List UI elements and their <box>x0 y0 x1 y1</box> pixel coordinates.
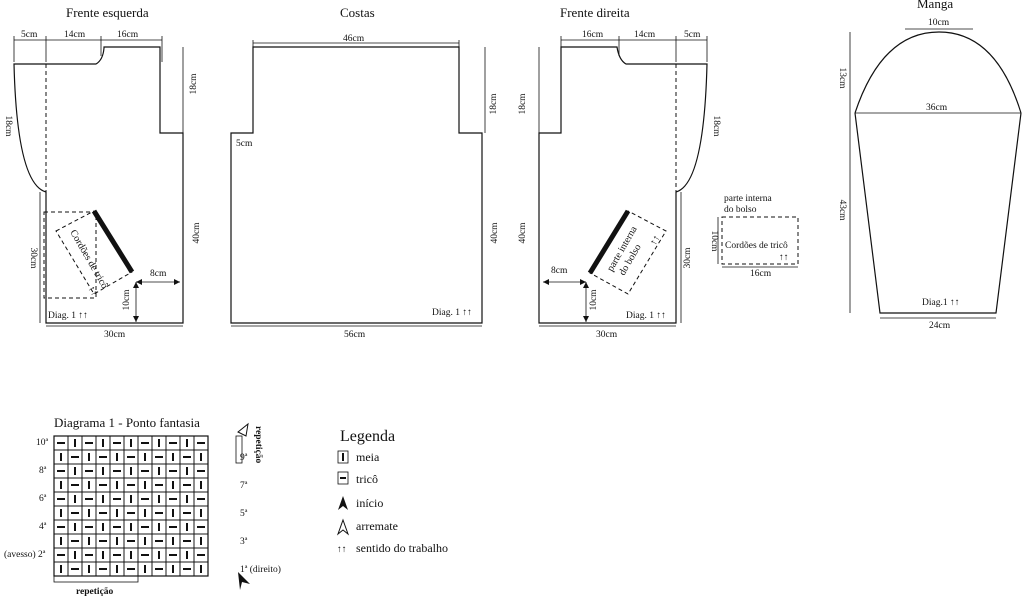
fe-top-16: 16cm <box>117 30 139 40</box>
fd-dim-8: 8cm <box>551 266 568 276</box>
fe-dim-10: 10cm <box>122 289 132 311</box>
fe-dim-8: 8cm <box>150 269 167 279</box>
trico-stitch-icon <box>337 471 349 485</box>
manga-top-10: 10cm <box>928 18 950 28</box>
manga-cap <box>854 31 1022 114</box>
fd-dim-10: 10cm <box>589 289 599 311</box>
manga-length-43: 43cm <box>837 199 847 221</box>
costas-top-46: 46cm <box>343 34 365 44</box>
bolso-bottom-16: 16cm <box>750 269 772 279</box>
row-label-7: 7ª <box>240 481 248 491</box>
row-label-6: 6ª <box>39 494 47 504</box>
finish-arrow-icon <box>336 518 350 536</box>
legend-inicio: início <box>356 496 383 510</box>
stitch-grid <box>53 435 209 577</box>
costas-left-5: 5cm <box>236 139 253 149</box>
legend-title: Legenda <box>340 428 395 445</box>
fe-pocket-arrows: ↑↑ <box>85 284 100 298</box>
frente-direita-piece: Frente direita 16cm 14cm 5cm 18cm 18cm 4… <box>518 5 721 340</box>
repeat-bottom-label: repetição <box>76 587 114 596</box>
row-label-4: 4ª <box>39 522 47 532</box>
bolso-inner: Cordões de tricô <box>725 241 788 251</box>
legend: Legenda meia tricô início arremate ↑↑ se… <box>336 428 448 555</box>
fd-pocket-arrows: ↑↑ <box>648 233 663 247</box>
manga-width-36: 36cm <box>926 103 948 113</box>
fd-top-16: 16cm <box>582 30 604 40</box>
costas-diag: Diag. 1 ↑↑ <box>432 308 472 318</box>
frente-direita-title: Frente direita <box>560 5 630 20</box>
fe-pocket-label: Cordões de tricô <box>67 228 110 291</box>
bolso-arrows: ↑↑ <box>779 253 789 263</box>
fe-outline <box>13 46 184 324</box>
costas-right-40: 40cm <box>490 222 500 244</box>
row-label-10: 10ª <box>36 438 49 448</box>
costas-right-18: 18cm <box>489 93 499 115</box>
finish-marker-icon <box>237 422 249 437</box>
fe-bottom-30: 30cm <box>104 330 126 340</box>
meia-stitch-icon <box>337 450 349 464</box>
bolso-piece: parte interna do bolso 10cm Cordões de t… <box>709 194 799 279</box>
legend-meia: meia <box>356 450 380 464</box>
manga-title: Manga <box>917 0 953 11</box>
frente-esquerda-piece: Frente esquerda 5cm 14cm 16cm 18cm 18cm … <box>3 5 202 340</box>
fe-top-5: 5cm <box>21 30 38 40</box>
fe-right-40: 40cm <box>192 222 202 244</box>
manga-cap-13: 13cm <box>837 67 847 89</box>
row-label-2: (avesso) 2ª <box>4 549 46 560</box>
bolso-label-1: parte interna <box>724 194 773 204</box>
fe-top-14: 14cm <box>64 30 86 40</box>
manga-bottom-24: 24cm <box>929 321 951 331</box>
fd-top-14: 14cm <box>634 30 656 40</box>
bolso-side-10: 10cm <box>709 230 719 252</box>
start-marker-icon <box>238 572 250 590</box>
legend-trico: tricô <box>356 472 378 486</box>
frente-esquerda-title: Frente esquerda <box>66 5 149 20</box>
costas-outline <box>230 46 483 324</box>
fd-right-30: 30cm <box>683 247 693 269</box>
start-arrow-icon <box>338 496 348 510</box>
row-label-3: 3ª <box>240 537 248 547</box>
fd-top-5: 5cm <box>684 30 701 40</box>
legend-sentido: sentido do trabalho <box>356 541 448 555</box>
fe-right-18: 18cm <box>189 73 199 95</box>
direction-arrows-icon: ↑↑ <box>337 545 347 555</box>
costas-bottom-56: 56cm <box>344 330 366 340</box>
fd-bottom-30: 30cm <box>596 330 618 340</box>
fd-left-18: 18cm <box>518 93 528 115</box>
manga-piece: Manga 10cm 36cm 13cm 43cm Diag.1 ↑↑ 24cm <box>837 0 1022 331</box>
fe-left-30: 30cm <box>28 247 38 269</box>
fe-left-18: 18cm <box>3 115 13 137</box>
costas-piece: Costas 46cm 5cm 18cm 40cm 56cm Diag. 1 ↑… <box>230 5 500 340</box>
row-label-8: 8ª <box>39 466 47 476</box>
fe-diag: Diag. 1 ↑↑ <box>48 311 88 321</box>
fd-right-18: 18cm <box>711 115 721 137</box>
manga-body <box>854 112 1022 314</box>
diagram-title: Diagrama 1 - Ponto fantasia <box>54 415 200 430</box>
bolso-label-2: do bolso <box>724 205 757 215</box>
row-label-1: 1ª (direito) <box>240 564 281 575</box>
diagram-1: Diagrama 1 - Ponto fantasia 10ª 8ª 6ª 4ª… <box>4 415 281 596</box>
fd-left-40: 40cm <box>518 222 528 244</box>
row-label-9: 9ª <box>240 453 248 463</box>
row-label-5: 5ª <box>240 509 248 519</box>
legend-arremate: arremate <box>356 519 398 533</box>
repeat-side-label: repetição <box>253 426 263 464</box>
fd-diag: Diag. 1 ↑↑ <box>626 311 666 321</box>
costas-title: Costas <box>340 5 375 20</box>
manga-diag: Diag.1 ↑↑ <box>922 298 959 308</box>
